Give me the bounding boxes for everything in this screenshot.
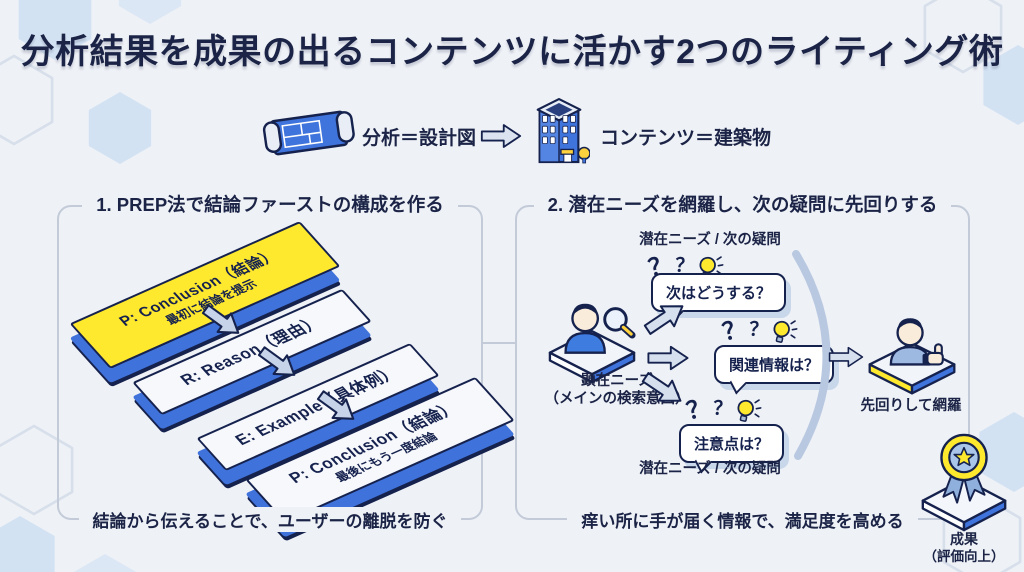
analogy-source-label: 分析＝設計図 xyxy=(362,128,477,149)
panel-connector-line xyxy=(481,342,517,344)
building-icon xyxy=(536,97,590,164)
blueprint-icon xyxy=(262,110,355,156)
analogy-target-label: コンテンツ＝建築物 xyxy=(600,128,772,149)
latent-needs-label-top: 潜在ニーズ / 次の疑問 xyxy=(639,232,781,248)
step-arrow-icon xyxy=(201,304,240,334)
needs-section-caption: 痒い所に手が届く情報で、満足度を高める xyxy=(515,507,970,532)
outcome-label: 成果 （評価向上） xyxy=(923,531,1005,564)
question-bubble-related: 関連情報は？ xyxy=(714,345,835,384)
needs-arrow-icon xyxy=(647,345,689,371)
latent-needs-label-bottom: 潜在ニーズ / 次の疑問 xyxy=(639,461,781,477)
analogy-arrow-icon xyxy=(480,124,522,148)
needs-arrow-icon xyxy=(641,372,682,402)
lightbulb-icon xyxy=(737,399,762,422)
needs-section-heading: 2. 潜在ニーズを網羅し、次の疑問に先回りする xyxy=(515,191,970,217)
page-title: 分析結果を成果の出るコンテンツに活かす2つのライティング術 xyxy=(20,33,1004,71)
coverage-label: 先回りして網羅 xyxy=(860,398,962,414)
coverage-arc xyxy=(792,250,831,460)
lightbulb-icon xyxy=(773,320,798,343)
step-arrow-icon xyxy=(257,346,296,376)
prep-section-caption: 結論から伝えることで、ユーザーの離脱を防ぐ xyxy=(57,507,483,532)
question-marks-icon: ？ ？ xyxy=(720,310,798,346)
coverage-arrow-icon xyxy=(828,346,864,368)
award-ribbon-icon xyxy=(921,433,1007,532)
prep-section-heading: 1. PREP法で結論ファーストの構成を作る xyxy=(57,191,483,217)
user-search-icon xyxy=(548,303,636,384)
question-marks-icon: ？ ？ xyxy=(684,389,762,425)
user-thumbs-up-icon xyxy=(868,318,956,395)
needs-arrow-icon xyxy=(643,305,684,335)
question-bubble-caution: 注意点は？ xyxy=(679,424,785,463)
explicit-need-label: 顕在ニーズ （メインの検索意図） xyxy=(544,373,690,408)
step-arrow-icon xyxy=(316,390,355,420)
